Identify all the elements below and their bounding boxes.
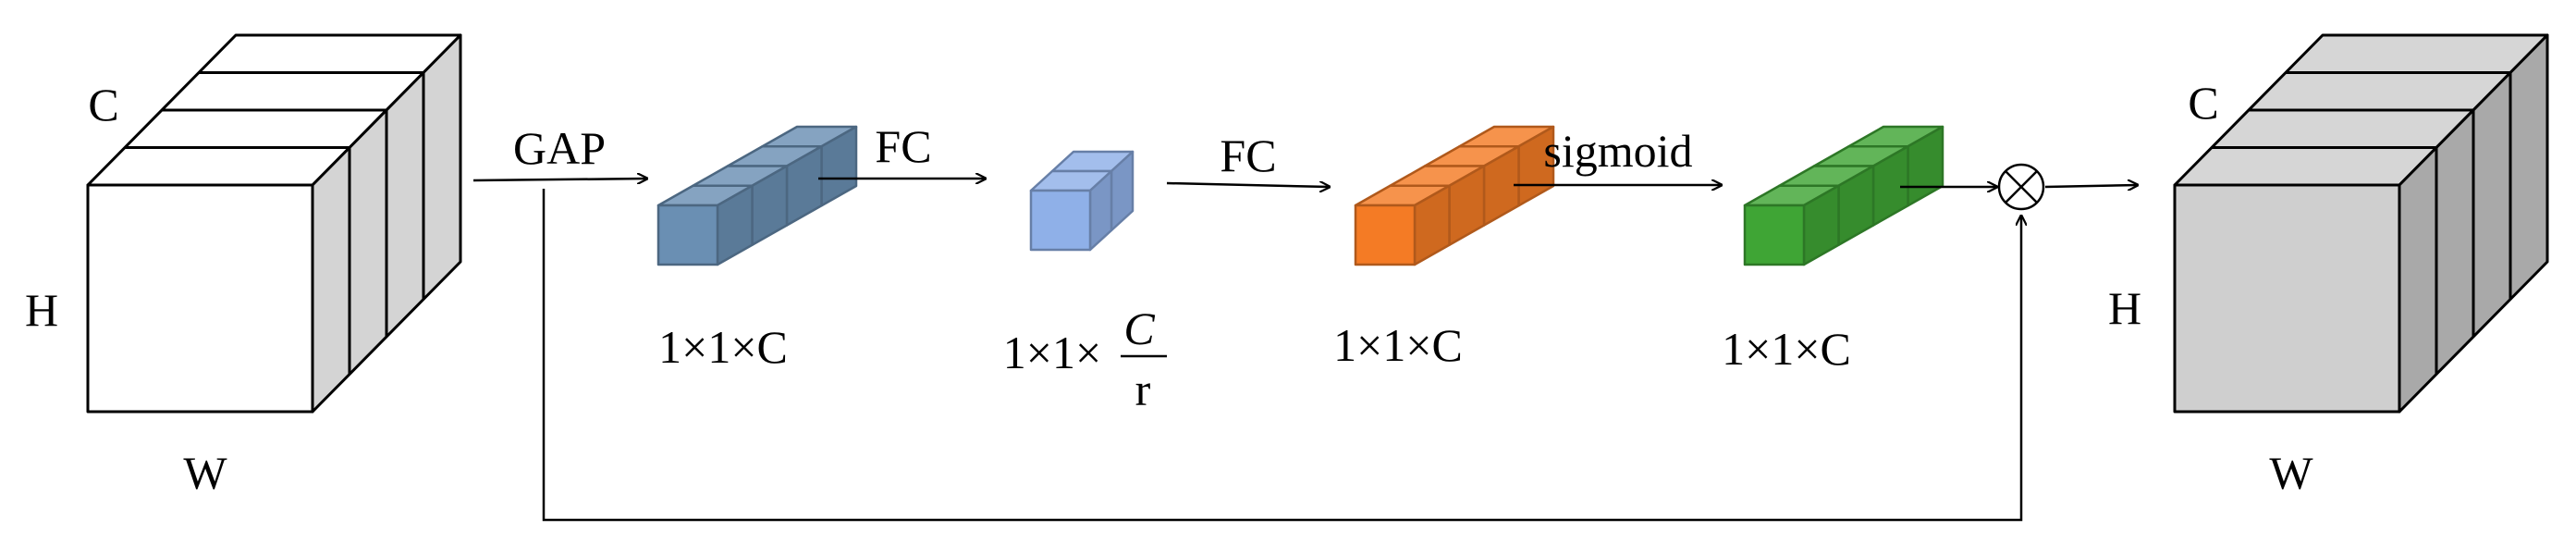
sigmoid-output-dims: 1×1×C: [1722, 323, 1851, 375]
front-face: [86, 183, 314, 414]
sigmoid-label: sigmoid: [1543, 125, 1692, 177]
gap-arrow: [472, 179, 647, 180]
fc1-output-frac-den: r: [1135, 364, 1151, 415]
cube-front: [1743, 204, 1806, 266]
cube-front: [656, 204, 719, 266]
fc1-label: FC: [875, 120, 931, 172]
output-w-label: W: [2269, 447, 2313, 499]
fc2-label: FC: [1220, 130, 1276, 181]
multiply-icon: [1997, 163, 2045, 211]
cube-front: [1029, 189, 1092, 252]
output-h-label: H: [2108, 282, 2141, 334]
fc2-output-dims: 1×1×C: [1333, 319, 1463, 371]
gap-label: GAP: [513, 122, 606, 174]
front-face: [2173, 183, 2401, 414]
fc2-arrow: [1166, 183, 1330, 187]
input-h-label: H: [25, 284, 58, 336]
output-arrow: [2044, 185, 2138, 187]
skip-connection-arrow: [542, 189, 2021, 522]
gap-output-dims: 1×1×C: [658, 321, 788, 373]
input-c-label: C: [88, 79, 118, 130]
output-c-label: C: [2188, 77, 2218, 129]
output-feature-map: [2173, 33, 2549, 414]
gap-output-block: [656, 125, 858, 266]
input-w-label: W: [183, 447, 227, 499]
fc1-output-frac-num: C: [1123, 303, 1155, 354]
fc1-output-dims-prefix: 1×1×: [1003, 327, 1101, 378]
fc2-output-block: [1354, 125, 1555, 266]
cube-front: [1354, 204, 1417, 266]
input-feature-map: [86, 33, 462, 414]
fc1-output-block: [1029, 150, 1135, 252]
sigmoid-output-block: [1743, 125, 1944, 266]
